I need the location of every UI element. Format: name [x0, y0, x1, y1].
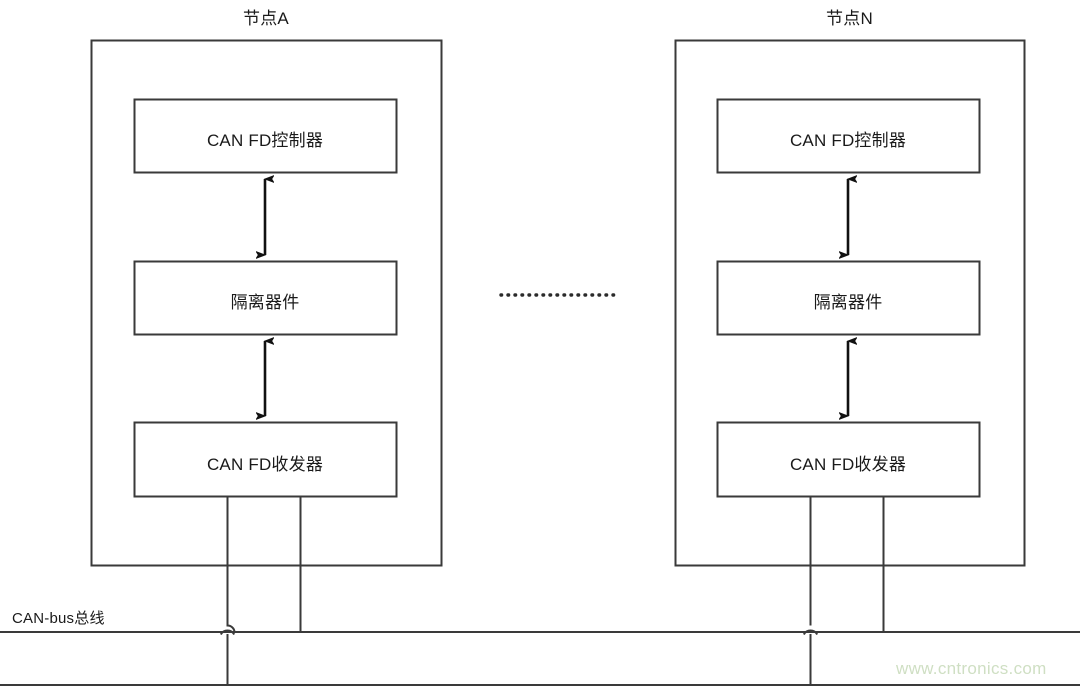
node-n-can-low-hop-icon [802, 629, 819, 636]
node-a-outer-box [90, 39, 443, 567]
node-n-outer-box [674, 39, 1026, 567]
node-n-group [674, 39, 1026, 686]
node-n-isolator-box [716, 260, 981, 336]
node-n-transceiver-label: CAN FD收发器 [789, 455, 907, 474]
node-a-transceiver-label: CAN FD收发器 [206, 455, 324, 474]
node-n-title: 节点N [826, 9, 873, 28]
node-a-title: 节点A [243, 9, 289, 28]
site-watermark: www.cntronics.com [896, 659, 1047, 678]
node-a-transceiver-box [133, 421, 398, 498]
node-n-controller-box [716, 98, 981, 174]
node-a-isolator-box [133, 260, 398, 336]
node-a-controller-box [133, 98, 398, 174]
node-a-controller-label: CAN FD控制器 [206, 131, 324, 150]
bus-label: CAN-bus总线 [12, 610, 105, 627]
node-n-isolator-label: 隔离器件 [813, 293, 883, 312]
node-a-can-low-leg [226, 497, 236, 685]
node-a-isolator-label: 隔离器件 [230, 293, 300, 312]
node-n-transceiver-box [716, 421, 981, 498]
node-a-can-low-hop-icon [219, 629, 236, 636]
node-n-controller-label: CAN FD控制器 [789, 131, 907, 150]
node-a-group [90, 39, 443, 686]
